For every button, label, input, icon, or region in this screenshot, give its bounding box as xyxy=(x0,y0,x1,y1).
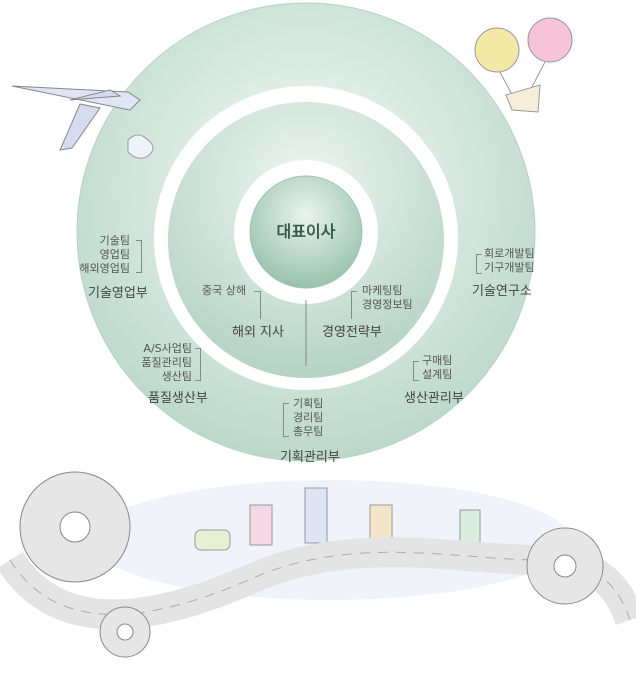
team-label: 경영정보팀 xyxy=(362,298,413,311)
team-list: 구매팀 설계팀 xyxy=(422,354,452,382)
airplane-icon xyxy=(11,85,154,159)
bracket xyxy=(476,254,482,274)
team-label: 기술팀 xyxy=(99,234,130,247)
team-label: 기구개발팀 xyxy=(484,261,535,274)
dept-label: 기술영업부 xyxy=(88,286,148,301)
team-label: 중국 상해 xyxy=(202,284,246,297)
team-label: 해외영업팀 xyxy=(79,262,130,275)
gear-icon xyxy=(19,471,604,658)
city-illustration xyxy=(90,480,570,600)
dept-label: 기술연구소 xyxy=(472,284,532,299)
team-label: 품질관리팀 xyxy=(141,356,192,369)
team-list: 회로개발팀 기구개발팀 xyxy=(484,247,535,275)
team-list: 마케팅팀 경영정보팀 xyxy=(362,284,413,312)
bracket xyxy=(283,403,289,437)
team-label: A/S사업팀 xyxy=(143,342,192,355)
team-label: 총무팀 xyxy=(293,425,324,438)
team-label: 기획팀 xyxy=(293,397,324,410)
balloons-icon xyxy=(474,17,573,113)
dept-label: 품질생산부 xyxy=(148,391,208,406)
team-label: 마케팅팀 xyxy=(362,284,403,297)
bracket xyxy=(351,291,357,319)
core-circle xyxy=(249,175,363,289)
team-label: 경리팀 xyxy=(293,411,324,424)
team-list: 기술팀 영업팀 해외영업팀 xyxy=(60,234,130,276)
team-list: 기획팀 경리팀 총무팀 xyxy=(293,397,323,439)
team-label: 회로개발팀 xyxy=(484,247,535,260)
bracket xyxy=(195,348,201,381)
dept-label: 생산관리부 xyxy=(404,391,464,406)
bracket xyxy=(413,361,419,381)
ceo-label: 대표이사 xyxy=(276,222,336,241)
team-list: A/S사업팀 품질관리팀 생산팀 xyxy=(120,342,192,384)
team-label: 생산팀 xyxy=(161,370,192,383)
dept-label: 경영전략부 xyxy=(322,325,382,340)
team-label: 영업팀 xyxy=(99,248,130,261)
team-label: 설계팀 xyxy=(422,368,453,381)
team-label: 구매팀 xyxy=(422,354,453,367)
bracket xyxy=(136,240,142,273)
bracket xyxy=(254,291,261,319)
dept-label: 기획관리부 xyxy=(280,450,340,465)
dept-label: 해외 지사 xyxy=(232,325,284,340)
